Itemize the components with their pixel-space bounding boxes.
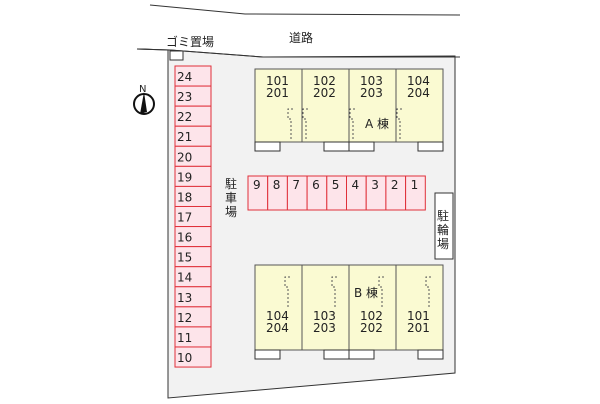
parking-space-number: 9 — [253, 178, 261, 192]
bicycle-parking — [434, 192, 454, 260]
parking-space-number: 6 — [312, 178, 320, 192]
north-icon-label: N — [139, 84, 146, 95]
unit — [301, 264, 350, 351]
parking-space-number: 22 — [177, 110, 192, 124]
parking-space-number: 16 — [177, 231, 192, 245]
unit — [254, 68, 303, 143]
parking-space-number: 19 — [177, 170, 192, 184]
svg-text:駐: 駐 — [437, 208, 449, 223]
parking-space — [174, 346, 212, 368]
unit — [348, 68, 397, 143]
parking-space-number: 1 — [411, 178, 419, 192]
building-b-label: B 棟 — [354, 285, 378, 300]
parking-space-number: 11 — [177, 331, 192, 345]
unit-number-2f: 202 — [360, 321, 383, 335]
stair-icon — [425, 276, 431, 309]
stair-icon — [378, 276, 384, 309]
svg-text:場: 場 — [225, 205, 237, 219]
stair-icon — [349, 108, 355, 141]
unit-number-1f: 102 — [313, 74, 336, 88]
svg-text:車: 車 — [225, 191, 237, 205]
road-label: 道路 — [289, 30, 313, 45]
unit-number-1f: 101 — [266, 74, 289, 88]
unit-number-1f: 101 — [407, 309, 430, 323]
unit-number-2f: 201 — [266, 86, 289, 100]
unit-number-1f: 104 — [266, 309, 289, 323]
svg-text:場: 場 — [437, 237, 449, 251]
stair-icon — [302, 108, 308, 141]
building-a-label: A 棟 — [365, 116, 389, 131]
stair-icon — [396, 108, 402, 141]
unit-number-1f: 103 — [360, 74, 383, 88]
entrance-step — [254, 349, 281, 360]
unit — [348, 264, 397, 351]
parking-space-number: 21 — [177, 130, 192, 144]
north-compass: N — [133, 84, 155, 115]
entrance-step — [417, 141, 444, 152]
unit — [395, 264, 444, 351]
stair-icon — [287, 108, 293, 141]
garbage-label: ゴミ置場 — [166, 34, 214, 49]
bicycle-parking-label: 駐 輪 場 — [437, 208, 449, 251]
entrance-step — [417, 349, 444, 360]
entrance-step — [323, 141, 350, 152]
parking-space-number: 10 — [177, 351, 192, 365]
unit-number-2f: 203 — [313, 321, 336, 335]
entrance-step — [254, 141, 281, 152]
stair-icon — [284, 276, 290, 309]
unit-number-2f: 204 — [407, 86, 430, 100]
entrance-step — [348, 349, 375, 360]
unit-number-2f: 204 — [266, 321, 289, 335]
entrance-step — [323, 349, 350, 360]
parking-space-number: 18 — [177, 190, 192, 204]
parking-space-number: 17 — [177, 210, 192, 224]
parking-space-number: 8 — [273, 178, 281, 192]
parking-space-number: 24 — [177, 70, 192, 84]
unit-number-2f: 201 — [407, 321, 430, 335]
north-arrow-icon — [140, 92, 147, 114]
unit-number-1f: 102 — [360, 309, 383, 323]
parking-space-number: 15 — [177, 251, 192, 265]
entrance-step — [348, 141, 375, 152]
stair-icon — [331, 276, 337, 309]
road-edge-lower — [136, 48, 460, 58]
parking-space-number: 3 — [371, 178, 379, 192]
parking-label: 駐 車 場 — [225, 176, 237, 219]
unit-number-2f: 202 — [313, 86, 336, 100]
garbage-area — [169, 50, 184, 61]
svg-text:駐: 駐 — [225, 176, 237, 191]
parking-space-number: 13 — [177, 291, 192, 305]
parking-space-number: 23 — [177, 90, 192, 104]
unit — [395, 68, 444, 143]
parking-space-number: 20 — [177, 150, 192, 164]
parking-space-number: 2 — [391, 178, 399, 192]
svg-text:輪: 輪 — [437, 222, 449, 237]
road-edge — [149, 4, 461, 16]
unit — [254, 264, 303, 351]
parking-space-number: 5 — [332, 178, 340, 192]
parking-space-number: 7 — [292, 178, 300, 192]
parking-space-number: 14 — [177, 271, 192, 285]
unit-number-1f: 104 — [407, 74, 430, 88]
parking-space-number: 4 — [352, 178, 360, 192]
unit-number-2f: 203 — [360, 86, 383, 100]
parking-space — [405, 175, 426, 211]
parking-space-number: 12 — [177, 311, 192, 325]
unit-number-1f: 103 — [313, 309, 336, 323]
